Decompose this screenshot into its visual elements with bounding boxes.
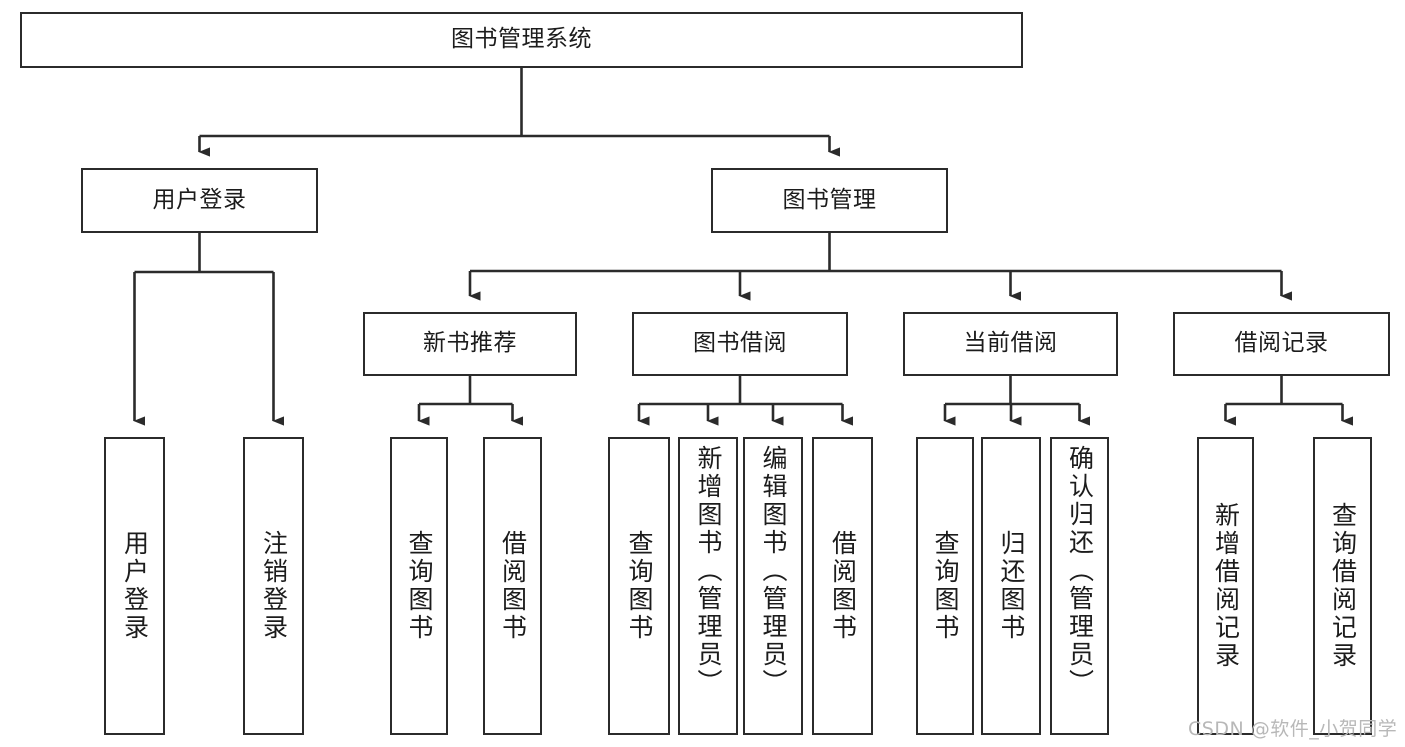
leaf-node-user-login-label: 用户登录	[120, 530, 150, 642]
connectors-bookmanage-to-level3	[468, 233, 1292, 301]
connectors-root-to-level2	[198, 68, 840, 157]
node-new-book-recommend-label: 新书推荐	[423, 330, 517, 357]
leaf-node-query-book-recommend-label: 查询图书	[405, 530, 434, 642]
node-user-login-label: 用户登录	[152, 186, 247, 213]
leaf-node-borrow-book-label: 借阅图书	[828, 530, 858, 642]
leaf-node-query-borrow-record-label: 查询借阅记录	[1328, 502, 1358, 670]
connectors-borrowrecord-to-leaves	[1224, 376, 1353, 426]
node-current-borrow-label: 当前借阅	[963, 330, 1058, 357]
leaf-node-edit-book-admin[interactable]: 编辑图书（管理员）	[743, 437, 803, 735]
leaf-node-query-book-recommend[interactable]: 查询图书	[390, 437, 448, 735]
node-book-manage[interactable]: 图书管理	[711, 168, 948, 233]
node-root-label: 图书管理系统	[451, 26, 592, 53]
node-current-borrow[interactable]: 当前借阅	[903, 312, 1118, 376]
leaf-node-add-borrow-record-label: 新增借阅记录	[1211, 502, 1241, 670]
leaf-node-add-book-admin-label: 新增图书（管理员）	[694, 445, 723, 697]
leaf-node-query-book-borrow-label: 查询图书	[625, 530, 654, 642]
leaf-node-confirm-return-admin[interactable]: 确认归还（管理员）	[1050, 437, 1109, 735]
leaf-node-borrow-book-recommend[interactable]: 借阅图书	[483, 437, 542, 735]
leaf-node-return-book[interactable]: 归还图书	[981, 437, 1041, 735]
node-root[interactable]: 图书管理系统	[20, 12, 1023, 68]
leaf-node-edit-book-admin-label: 编辑图书（管理员）	[759, 445, 788, 697]
leaf-node-add-borrow-record[interactable]: 新增借阅记录	[1197, 437, 1254, 735]
node-borrow-record[interactable]: 借阅记录	[1173, 312, 1390, 376]
connectors-bookborrow-to-leaves	[637, 376, 853, 426]
node-new-book-recommend[interactable]: 新书推荐	[363, 312, 577, 376]
connectors-newbook-to-leaves	[417, 376, 523, 426]
node-book-borrow-label: 图书借阅	[693, 330, 787, 357]
leaf-node-return-book-label: 归还图书	[997, 530, 1026, 642]
leaf-node-query-book-current-label: 查询图书	[931, 530, 960, 642]
leaf-node-query-borrow-record[interactable]: 查询借阅记录	[1313, 437, 1372, 735]
node-book-borrow[interactable]: 图书借阅	[632, 312, 848, 376]
node-borrow-record-label: 借阅记录	[1234, 330, 1329, 357]
leaf-node-borrow-book-recommend-label: 借阅图书	[498, 530, 528, 642]
leaf-node-logout[interactable]: 注销登录	[243, 437, 304, 735]
leaf-node-query-book-borrow[interactable]: 查询图书	[608, 437, 670, 735]
leaf-node-borrow-book[interactable]: 借阅图书	[812, 437, 873, 735]
connectors-userlogin-to-leaves	[133, 233, 284, 426]
node-book-manage-label: 图书管理	[782, 186, 877, 213]
connectors-currentborrow-to-leaves	[943, 376, 1090, 426]
node-user-login[interactable]: 用户登录	[81, 168, 318, 233]
leaf-node-query-book-current[interactable]: 查询图书	[916, 437, 974, 735]
leaf-node-logout-label: 注销登录	[259, 530, 289, 642]
leaf-node-confirm-return-admin-label: 确认归还（管理员）	[1065, 445, 1095, 697]
leaf-node-user-login[interactable]: 用户登录	[104, 437, 165, 735]
leaf-node-add-book-admin[interactable]: 新增图书（管理员）	[678, 437, 738, 735]
